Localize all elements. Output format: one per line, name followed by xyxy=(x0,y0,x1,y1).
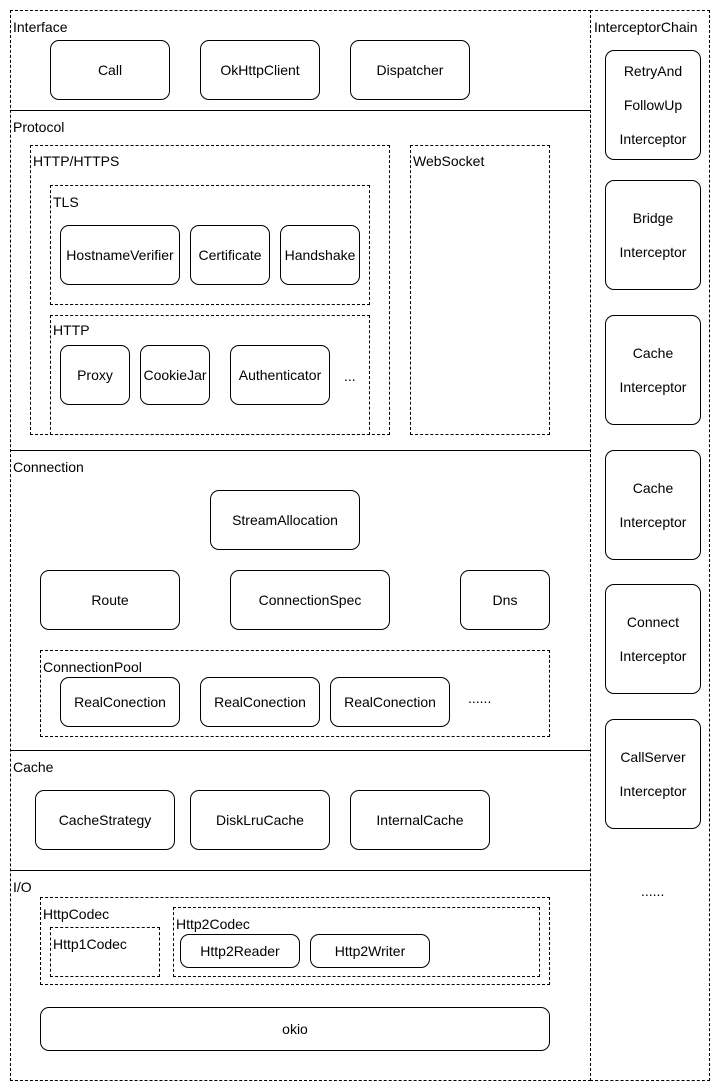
authenticator-box: Authenticator xyxy=(230,345,330,405)
dns-box: Dns xyxy=(460,570,550,630)
http-https-title: HTTP/HTTPS xyxy=(33,153,120,169)
disk-lru-cache-box: DiskLruCache xyxy=(190,790,330,850)
interceptor-chain-frame xyxy=(590,10,710,1081)
connection-spec-box: ConnectionSpec xyxy=(230,570,390,630)
certificate-box: Certificate xyxy=(190,225,270,285)
callserver-line-1: CallServer xyxy=(620,749,686,765)
connect-line-1: Connect xyxy=(626,614,680,630)
separator-connection-cache xyxy=(10,750,591,751)
okhttpclient-box: OkHttpClient xyxy=(200,40,320,100)
connect-line-2: Interceptor xyxy=(619,648,687,664)
retry-followup-line-3: Interceptor xyxy=(619,131,687,147)
callserver-line-2: Interceptor xyxy=(619,783,687,799)
http-more-ellipsis: ... xyxy=(344,368,356,384)
real-connection-box-3: RealConection xyxy=(330,677,450,727)
internal-cache-box: InternalCache xyxy=(350,790,490,850)
proxy-box: Proxy xyxy=(60,345,130,405)
okio-box: okio xyxy=(40,1007,550,1051)
connection-layer-title: Connection xyxy=(13,459,84,475)
handshake-box: Handshake xyxy=(280,225,360,285)
retry-followup-interceptor-box: RetryAnd FollowUp Interceptor xyxy=(605,50,701,160)
cache-strategy-box: CacheStrategy xyxy=(35,790,175,850)
bridge-interceptor-box: Bridge Interceptor xyxy=(605,180,701,290)
connection-pool-more-ellipsis: ...... xyxy=(468,690,492,706)
interface-layer-title: Interface xyxy=(13,19,68,35)
cache-layer-title: Cache xyxy=(13,759,54,775)
retry-followup-line-2: FollowUp xyxy=(623,97,683,113)
interceptor-chain-title: InterceptorChain xyxy=(594,19,698,35)
protocol-layer-title: Protocol xyxy=(13,119,65,135)
http-codec-group: HttpCodec xyxy=(40,897,550,985)
http-group: HTTP xyxy=(50,315,370,435)
hostname-verifier-box: HostnameVerifier xyxy=(60,225,180,285)
separator-cache-io xyxy=(10,870,591,871)
tls-title: TLS xyxy=(53,194,79,210)
cache-interceptor-1-line-2: Interceptor xyxy=(619,379,687,395)
io-layer-title: I/O xyxy=(13,879,32,895)
real-connection-box-1: RealConection xyxy=(60,677,180,727)
cache-interceptor-box-2: Cache Interceptor xyxy=(605,450,701,560)
bridge-line-2: Interceptor xyxy=(619,244,687,260)
websocket-title: WebSocket xyxy=(413,153,485,169)
connection-pool-group: ConnectionPool xyxy=(40,650,550,737)
route-box: Route xyxy=(40,570,180,630)
http2-reader-box: Http2Reader xyxy=(180,934,300,968)
real-connection-box-2: RealConection xyxy=(200,677,320,727)
retry-followup-line-1: RetryAnd xyxy=(623,63,683,79)
http2-codec-group: Http2Codec xyxy=(173,907,540,977)
separator-interface-protocol xyxy=(10,110,591,111)
http-title: HTTP xyxy=(53,322,90,338)
callserver-interceptor-box: CallServer Interceptor xyxy=(605,719,701,829)
http2-writer-box: Http2Writer xyxy=(310,934,430,968)
http2-codec-title: Http2Codec xyxy=(176,916,250,932)
bridge-line-1: Bridge xyxy=(632,210,674,226)
stream-allocation-box: StreamAllocation xyxy=(210,490,360,550)
http1-codec-title: Http1Codec xyxy=(53,936,127,952)
call-box: Call xyxy=(50,40,170,100)
tls-group: TLS xyxy=(50,185,370,305)
interceptor-chain-more-ellipsis: ...... xyxy=(641,883,665,899)
cache-interceptor-2-line-1: Cache xyxy=(632,480,674,496)
connect-interceptor-box: Connect Interceptor xyxy=(605,584,701,694)
cache-interceptor-2-line-2: Interceptor xyxy=(619,514,687,530)
separator-protocol-connection xyxy=(10,450,591,451)
http-codec-title: HttpCodec xyxy=(43,906,110,922)
cache-interceptor-box-1: Cache Interceptor xyxy=(605,315,701,425)
connection-pool-title: ConnectionPool xyxy=(43,659,142,675)
http1-codec-group: Http1Codec xyxy=(50,927,160,977)
websocket-group: WebSocket xyxy=(410,145,550,435)
cache-interceptor-1-line-1: Cache xyxy=(632,345,674,361)
cookiejar-box: CookieJar xyxy=(140,345,210,405)
dispatcher-box: Dispatcher xyxy=(350,40,470,100)
